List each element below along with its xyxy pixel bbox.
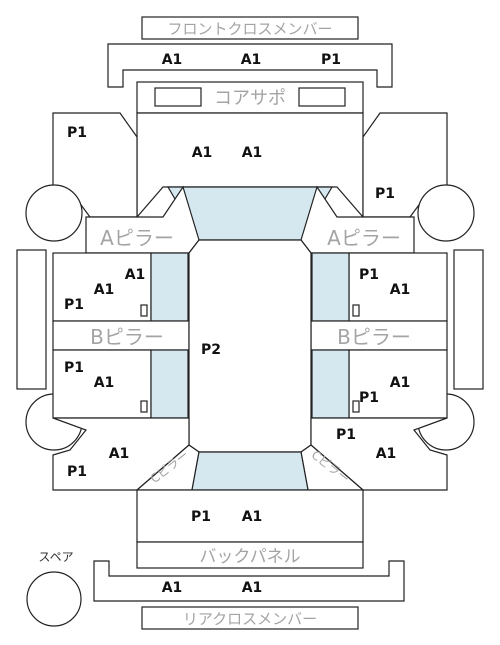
trunk-code-2: A1 <box>242 509 263 525</box>
hood-code-1: A1 <box>192 145 213 161</box>
front-door-left-code-mid: A1 <box>94 282 115 298</box>
front-cross-member-box <box>141 16 359 40</box>
front-door-left-handle <box>140 304 148 317</box>
a-pillar-left-label: Aピラー <box>100 226 174 250</box>
front-member-code-1: A1 <box>162 52 183 68</box>
wheel-front-right <box>417 184 475 242</box>
spare-label: スペア <box>38 550 73 564</box>
quarter-right <box>310 417 448 491</box>
rear-member-code-2: A1 <box>242 580 263 596</box>
wheel-front-left <box>25 184 83 242</box>
side-sill-left <box>16 249 47 390</box>
side-sill-right <box>453 249 484 390</box>
front-member-code-3: P1 <box>321 52 341 68</box>
rear-door-right-code-mid: A1 <box>390 375 411 391</box>
core-support-left-slot <box>154 87 202 107</box>
front-cross-member-label: フロントクロスメンバー <box>167 20 332 38</box>
rear-door-left-code-mid: A1 <box>94 375 115 391</box>
quarter-left <box>52 417 190 491</box>
b-pillar-left-label: Bピラー <box>90 325 164 349</box>
front-door-left-code-top: A1 <box>125 267 146 283</box>
trunk-code-1: P1 <box>191 509 211 525</box>
front-window-right <box>311 252 350 322</box>
front-door-right-code-top: P1 <box>359 267 379 283</box>
front-door-right-code-mid: A1 <box>390 282 411 298</box>
back-panel-box <box>136 541 364 569</box>
front-member-bar <box>107 43 393 88</box>
rear-door-left-handle <box>140 400 148 413</box>
rear-window <box>191 451 309 491</box>
core-support-label: コアサポ <box>214 88 286 109</box>
quarter-left-code-top: A1 <box>109 446 130 462</box>
front-door-left-code-bottom: P1 <box>64 297 84 313</box>
fender-right-code: P1 <box>375 186 395 202</box>
rear-member-bar <box>93 560 405 602</box>
rear-door-right-handle <box>352 400 360 413</box>
b-pillar-left <box>52 320 190 351</box>
front-window-left <box>150 252 189 322</box>
trunk <box>136 489 364 543</box>
hood-code-2: A1 <box>242 145 263 161</box>
quarter-right-code-bottom: A1 <box>376 446 397 462</box>
spare-tire <box>26 571 82 627</box>
back-panel-label: バックパネル <box>199 547 300 567</box>
rear-door-right <box>348 349 448 419</box>
b-pillar-right-label: Bピラー <box>337 325 411 349</box>
front-member-code-2: A1 <box>241 52 262 68</box>
a-pillar-right-label: Aピラー <box>327 226 401 250</box>
rear-door-right-code-bottom: P1 <box>359 390 379 406</box>
quarter-right-code-top: P1 <box>336 427 356 443</box>
rear-door-left-code-top: P1 <box>64 360 84 376</box>
rear-member-code-1: A1 <box>162 580 183 596</box>
core-support-right-slot <box>298 87 346 107</box>
rear-window-right <box>311 349 350 419</box>
fender-left-code: P1 <box>67 125 87 141</box>
rear-window-left <box>150 349 189 419</box>
quarter-left-code-bottom: P1 <box>67 464 87 480</box>
rear-cross-member-label: リアクロスメンバー <box>183 610 317 628</box>
rear-cross-member-box <box>141 606 359 630</box>
rear-door-left <box>52 349 152 419</box>
front-door-right-handle <box>352 304 360 317</box>
roof-code: P2 <box>201 342 221 358</box>
